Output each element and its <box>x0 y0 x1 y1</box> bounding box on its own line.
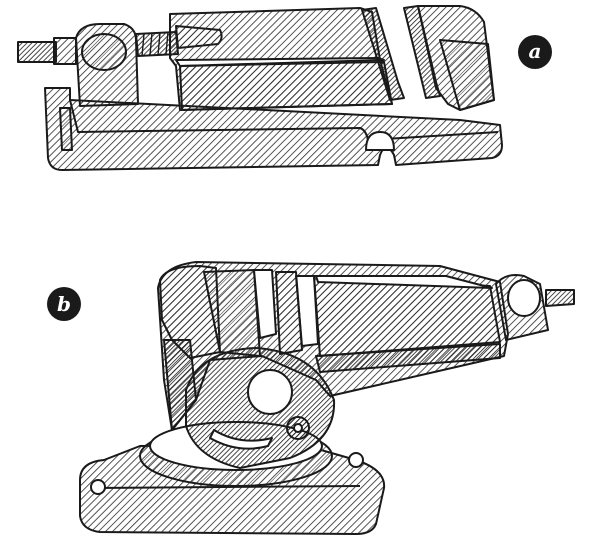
vise-b-fixed-jaw-face <box>203 269 261 357</box>
vise-a-fixed-jaw-face <box>439 39 495 111</box>
vise-a-guide-rail <box>59 107 73 151</box>
vise-a-slot-notch <box>365 131 395 151</box>
label-a: a <box>529 39 542 63</box>
vise-b-carriage-top <box>315 275 493 289</box>
label-badge-b: b <box>47 287 81 321</box>
vise-b-handle-end <box>545 289 575 307</box>
vise-b-screw-housing-boss <box>507 279 541 317</box>
vise-b-base-top-rim <box>93 485 361 489</box>
vise-b-bolt-hole-left <box>90 479 106 495</box>
vise-a-screw-threads <box>141 31 169 57</box>
vise-a-illustration <box>17 5 503 171</box>
vise-b-lock-bolt-center <box>293 423 303 433</box>
vise-a-handle-shaft <box>53 37 77 65</box>
vise-a-jaw-plate-left <box>361 7 405 101</box>
vise-a-jaw-front-face <box>179 61 393 111</box>
vise-b-jaw-plate-fixed <box>253 269 277 339</box>
vise-b-slide-rail <box>315 343 501 373</box>
label-badge-a: a <box>518 35 552 69</box>
vise-b-bolt-hole-right <box>348 452 364 468</box>
vise-b-illustration <box>79 261 575 535</box>
vise-b-pivot-boss <box>247 369 293 415</box>
vise-a-nut-boss <box>81 33 127 71</box>
vise-b-angle-slot <box>209 429 273 450</box>
vise-a-handle-end <box>17 41 57 63</box>
vise-b-fixed-jaw <box>159 265 221 359</box>
label-b: b <box>57 292 71 316</box>
vise-b-movable-jaw <box>275 271 303 355</box>
